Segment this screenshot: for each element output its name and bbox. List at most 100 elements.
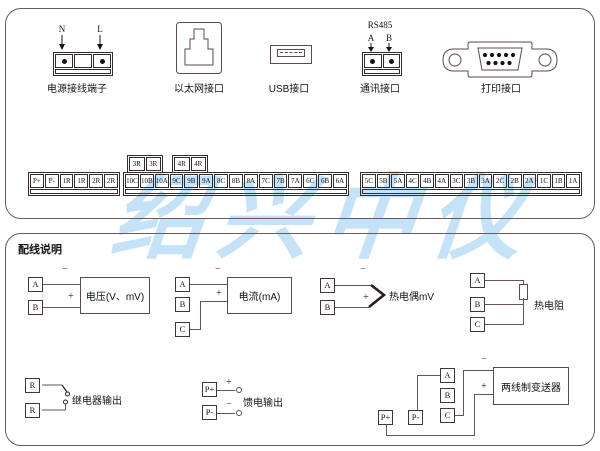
wire bbox=[386, 425, 387, 435]
terminal-base bbox=[362, 189, 580, 194]
current-input-box: 电流(mA) bbox=[227, 277, 292, 314]
terminal-cell: 1C bbox=[537, 174, 551, 188]
terminal-cell: 10B bbox=[139, 174, 154, 188]
terminal-cell: 9A bbox=[199, 174, 214, 188]
printer-caption: 打印接口 bbox=[481, 84, 521, 95]
tc-terminal-b: B bbox=[320, 300, 335, 315]
terminal-cell: 5B bbox=[376, 174, 391, 188]
terminal-base bbox=[364, 69, 400, 74]
comm-terminal-a-label: A bbox=[367, 33, 375, 43]
terminal-cell: 8C bbox=[214, 174, 229, 188]
terminal-cell: 3R bbox=[145, 157, 161, 171]
wire bbox=[523, 280, 524, 284]
wire bbox=[200, 301, 201, 330]
rear-panel bbox=[5, 8, 595, 219]
wiring-panel bbox=[5, 233, 595, 446]
power-cell-l bbox=[93, 54, 111, 68]
terminal-cell: 2A bbox=[522, 174, 537, 188]
terminal-cell: P+ bbox=[30, 174, 44, 188]
terminal-cell: 2R bbox=[104, 174, 118, 188]
comm-terminal-b-label: B bbox=[385, 33, 392, 43]
voltage-input-box: 电压(V、mV) bbox=[80, 277, 150, 314]
wire bbox=[200, 301, 227, 302]
power-terminal-l-label: L bbox=[97, 24, 103, 34]
terminal-cell: 4C bbox=[405, 174, 420, 188]
terminal-strip-2: 10C 10B 10A 9C 9B 9A 8C 8B 8A 7C 7B 7A 6… bbox=[123, 172, 349, 196]
terminal-cell: 2R bbox=[89, 174, 104, 188]
rs485-label: RS485 bbox=[367, 20, 393, 30]
usb-port-icon bbox=[270, 45, 312, 64]
screw-dot bbox=[388, 58, 394, 64]
tx-terminal-pplus: P+ bbox=[378, 410, 393, 425]
terminal-cell: 4R bbox=[190, 157, 206, 171]
tx-terminal-pminus: P- bbox=[408, 410, 423, 425]
power-caption: 电源接线端子 bbox=[47, 84, 107, 95]
usb-contacts bbox=[280, 52, 302, 53]
terminal-cell: 2B bbox=[507, 174, 522, 188]
minus-sign: − bbox=[481, 354, 487, 365]
terminal-cell: 10C bbox=[125, 174, 139, 188]
tx-terminal-b: B bbox=[440, 388, 455, 403]
wire bbox=[485, 324, 523, 325]
terminal-cell: 6C bbox=[303, 174, 318, 188]
wire bbox=[386, 435, 475, 436]
tx-terminal-c: C bbox=[440, 408, 455, 423]
wire bbox=[335, 307, 369, 308]
down-arrows-icon bbox=[368, 43, 392, 52]
screw-dot bbox=[61, 58, 67, 64]
comm-cell-a bbox=[364, 54, 382, 68]
plus-sign: + bbox=[226, 377, 232, 388]
terminal-cell: 1R bbox=[74, 174, 89, 188]
rtd-label: 热电阻 bbox=[534, 301, 564, 312]
wire bbox=[485, 304, 523, 305]
screw-dot bbox=[99, 58, 105, 64]
open-contact-icon bbox=[236, 387, 242, 393]
wire bbox=[190, 284, 227, 285]
power-cell-mid bbox=[74, 54, 92, 68]
wire bbox=[217, 413, 235, 414]
terminal-strip-1: P+ P- 1R 1R 2R 2R bbox=[28, 172, 120, 196]
wire bbox=[455, 415, 464, 416]
rtd-terminal-c: C bbox=[470, 317, 485, 332]
terminal-cell: 5A bbox=[391, 174, 405, 188]
terminal-cell: 3C bbox=[449, 174, 464, 188]
tc-label: 热电偶mV bbox=[389, 292, 434, 303]
wire bbox=[417, 375, 440, 376]
terminal-cell: 3R bbox=[129, 157, 145, 171]
relay-terminal-r1: R bbox=[25, 378, 40, 393]
terminal-cell: 9B bbox=[184, 174, 199, 188]
terminal-cell: 1R bbox=[59, 174, 74, 188]
terminal-base bbox=[30, 189, 118, 194]
tx-terminal-a: A bbox=[440, 368, 455, 383]
relay-switch-icon bbox=[42, 384, 70, 411]
thermocouple-junction-icon bbox=[368, 283, 387, 309]
plus-sign: + bbox=[363, 292, 369, 303]
power-terminal-block bbox=[53, 52, 113, 76]
open-contact-icon bbox=[236, 410, 242, 416]
comm-caption: 通讯接口 bbox=[360, 84, 400, 95]
terminal-cell: 7B bbox=[273, 174, 288, 188]
terminal-cell: 8B bbox=[229, 174, 243, 188]
rtd-terminal-b: B bbox=[470, 297, 485, 312]
relay-terminal-r2: R bbox=[25, 403, 40, 418]
wire bbox=[474, 394, 493, 395]
plus-sign: + bbox=[216, 288, 222, 299]
wire bbox=[417, 375, 418, 410]
wire bbox=[463, 370, 464, 416]
comm-terminal-block bbox=[362, 52, 402, 76]
terminal-base bbox=[125, 189, 347, 194]
comm-cell-b bbox=[382, 54, 400, 68]
ethernet-caption: 以太网接口 bbox=[174, 84, 224, 95]
wire bbox=[43, 284, 80, 285]
terminal-cell: 4R bbox=[174, 157, 190, 171]
feed-label: 馈电输出 bbox=[243, 398, 283, 409]
rtd-terminal-a: A bbox=[470, 273, 485, 288]
terminal-cell: 2C bbox=[493, 174, 507, 188]
wire bbox=[523, 298, 524, 325]
screw-dot bbox=[370, 58, 376, 64]
relay-3r-block: 3R 3R bbox=[127, 155, 163, 173]
terminal-cell: 8A bbox=[243, 174, 258, 188]
terminal-cell: 1A bbox=[566, 174, 580, 188]
relay-label: 继电器输出 bbox=[72, 396, 122, 407]
terminal-cell: 5C bbox=[362, 174, 376, 188]
